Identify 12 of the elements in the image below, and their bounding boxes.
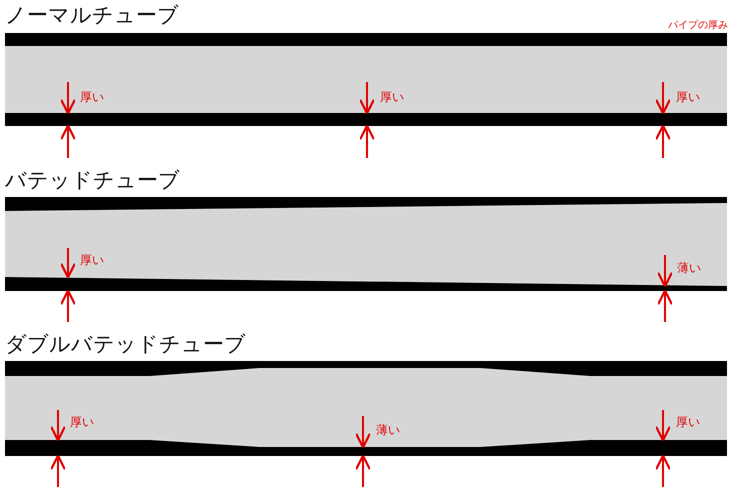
thickness-label: 厚い [676,416,700,428]
thickness-label: 厚い [80,91,104,103]
thickness-label: 厚い [380,91,404,103]
caption: パイプの厚み [668,21,728,31]
thickness-label: 厚い [80,254,104,266]
thickness-label: 薄い [376,424,400,436]
thickness-label: 薄い [677,262,701,274]
thickness-label: 厚い [70,416,94,428]
thickness-label: 厚い [676,91,700,103]
tube-heading: ダブルバテッドチューブ [5,334,246,355]
tube-heading: バテッドチューブ [5,170,180,191]
tube-heading: ノーマルチューブ [5,5,179,26]
